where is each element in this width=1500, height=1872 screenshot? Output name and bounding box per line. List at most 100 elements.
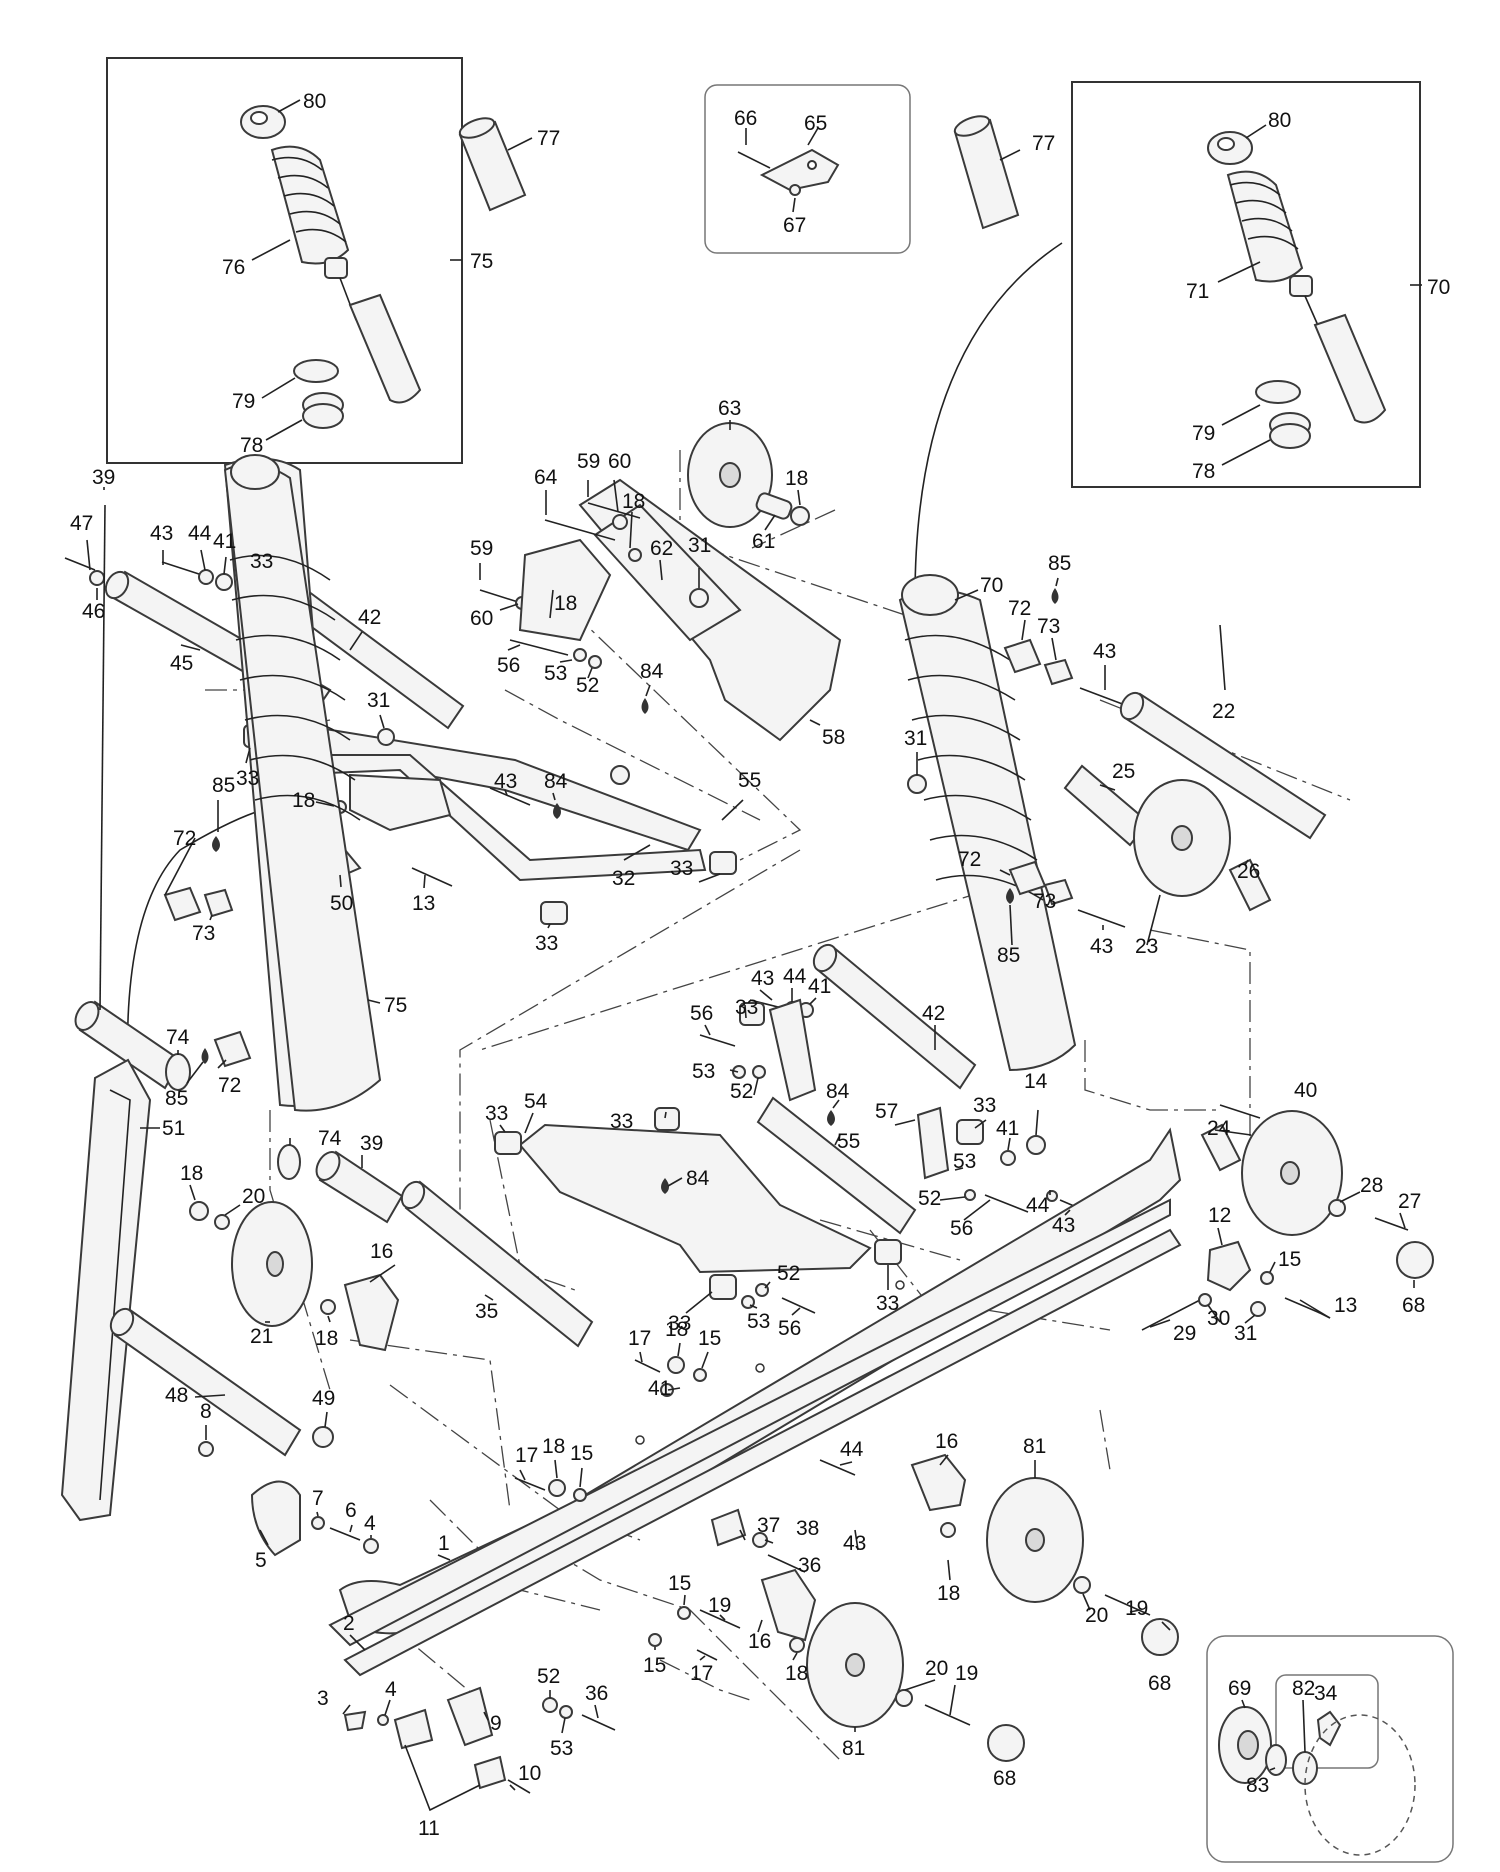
callout-44d: 44 [840, 1438, 864, 1461]
arrow-shock-75 [126, 809, 263, 1141]
callout-43e: 43 [751, 967, 774, 990]
washer-44-a [198, 569, 214, 585]
callout-85c: 85 [212, 774, 235, 797]
callout-32: 32 [612, 867, 635, 890]
spring-clip-78a [302, 392, 344, 429]
callout-42a: 42 [358, 606, 381, 629]
nut-31-c [377, 728, 395, 746]
callout-15d: 15 [668, 1572, 691, 1595]
washer-15-a [1260, 1271, 1274, 1285]
callout-33f: 33 [973, 1094, 996, 1117]
nut-18-j [789, 1637, 805, 1653]
callout-18d: 18 [292, 789, 315, 812]
callout-40: 40 [1294, 1079, 1317, 1102]
washer-15-b [693, 1368, 707, 1382]
callout-55a: 55 [738, 769, 761, 792]
callout-68c: 68 [993, 1767, 1016, 1790]
grease-fitting-84-d [661, 1178, 669, 1194]
callout-78b: 78 [1192, 460, 1215, 483]
grease-fitting-34 [1316, 1710, 1342, 1747]
callout-23: 23 [1135, 935, 1158, 958]
callout-42b: 42 [922, 1002, 945, 1025]
bushing-33-h [654, 1107, 680, 1131]
tube-39-b [315, 1150, 404, 1224]
callout-60a: 60 [608, 450, 631, 473]
screw-66 [737, 151, 771, 169]
callout-79a: 79 [232, 390, 255, 413]
washer-53-a [573, 648, 587, 662]
callout-84b: 84 [544, 770, 568, 793]
callout-15b: 15 [698, 1327, 721, 1350]
washer-20-b [1073, 1576, 1091, 1594]
bolt-43-b [1077, 909, 1126, 928]
bolt-59-b [479, 589, 519, 603]
callout-3: 3 [317, 1687, 329, 1710]
callout-53b: 53 [692, 1060, 715, 1083]
washer-53-e [559, 1705, 573, 1719]
callout-58: 58 [822, 726, 845, 749]
callout-33h: 33 [610, 1110, 633, 1133]
callout-52c: 52 [918, 1187, 941, 1210]
callout-78a: 78 [240, 434, 263, 457]
callout-43d: 43 [494, 770, 517, 793]
bracket-12 [1206, 1240, 1252, 1292]
bracket-16-c [760, 1568, 817, 1642]
callout-63: 63 [718, 397, 741, 420]
bracket-16-b [910, 1453, 967, 1512]
callout-31a: 31 [688, 534, 711, 557]
callout-84d: 84 [686, 1167, 710, 1190]
washer-79a [293, 359, 339, 383]
callout-33d: 33 [535, 932, 558, 955]
callout-43g: 43 [843, 1532, 866, 1555]
leader-11 [404, 1744, 481, 1812]
callout-7: 7 [312, 1487, 324, 1510]
washer-46 [89, 570, 105, 586]
callout-17b: 17 [515, 1444, 538, 1467]
callout-59a: 59 [577, 450, 600, 473]
callout-6: 6 [345, 1499, 357, 1522]
callout-50: 50 [330, 892, 353, 915]
callout-72a: 72 [1008, 597, 1031, 620]
callout-19b: 19 [708, 1594, 731, 1617]
callout-53e: 53 [550, 1737, 573, 1760]
block-5 [250, 1480, 301, 1557]
callout-11: 11 [418, 1817, 440, 1840]
callout-60b: 60 [470, 607, 493, 630]
callout-34: 34 [1314, 1682, 1338, 1705]
wheel-outline-dashed [1304, 1714, 1416, 1856]
callout-30: 30 [1207, 1307, 1230, 1330]
callout-43a: 43 [1093, 640, 1116, 663]
bolt-10 [507, 1779, 531, 1794]
callout-76: 76 [222, 256, 245, 279]
callout-56b: 56 [690, 1002, 713, 1025]
callout-leaders [86, 99, 1422, 1791]
callout-13a: 13 [412, 892, 435, 915]
callout-labels: 80 77 76 75 79 78 66 65 67 77 80 71 70 7… [70, 90, 1450, 1840]
callout-85d: 85 [165, 1087, 188, 1110]
callout-75a: 75 [470, 250, 493, 273]
tube-55-b [756, 1096, 917, 1235]
spacer-24 [1200, 1123, 1242, 1172]
detail-box-bracket-65 [704, 84, 911, 254]
callout-85a: 85 [1048, 552, 1071, 575]
bolt-17-b [514, 1477, 546, 1491]
callout-18h: 18 [542, 1435, 565, 1458]
arm-54 [518, 1123, 872, 1274]
bushing-33-d [540, 901, 568, 925]
callout-64: 64 [534, 466, 558, 489]
callout-4b: 4 [385, 1678, 397, 1701]
callout-41d: 41 [648, 1377, 671, 1400]
callout-77a: 77 [537, 127, 560, 150]
bushing-73-c [203, 888, 234, 918]
bolt-43-a [1079, 687, 1126, 706]
callout-16b: 16 [935, 1430, 958, 1453]
callout-9: 9 [490, 1712, 502, 1735]
callout-41b: 41 [808, 975, 831, 998]
bolt-36-a [767, 1554, 806, 1573]
callout-44a: 44 [188, 522, 212, 545]
callout-72d: 72 [218, 1074, 241, 1097]
tube-42-b [812, 943, 977, 1090]
callout-31c: 31 [367, 689, 390, 712]
callout-18b: 18 [622, 490, 645, 513]
callout-68b: 68 [1148, 1672, 1171, 1695]
